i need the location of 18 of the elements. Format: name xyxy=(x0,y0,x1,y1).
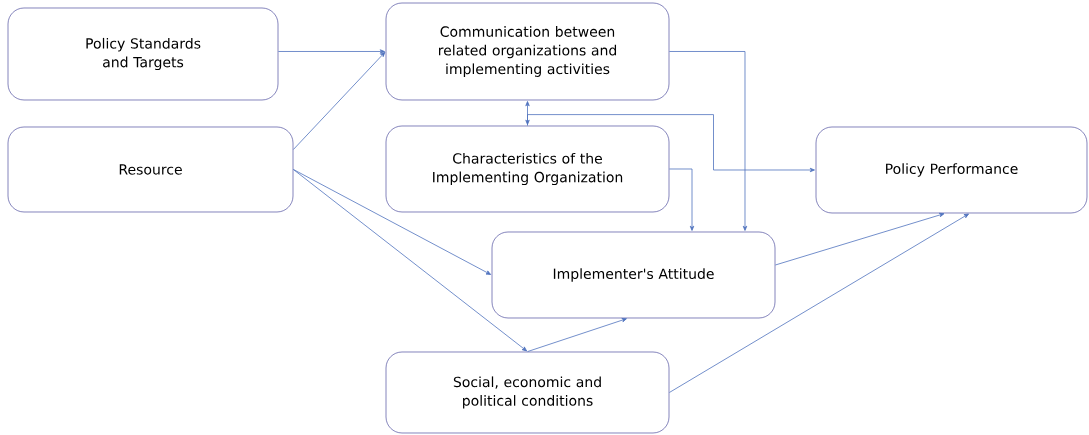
arrow xyxy=(278,49,385,54)
arrow xyxy=(525,101,530,125)
arrow xyxy=(775,212,945,266)
arrow xyxy=(293,169,492,275)
arrow xyxy=(527,114,815,173)
process-box: Policy Performance xyxy=(815,126,1088,214)
arrow xyxy=(293,51,386,150)
arrow xyxy=(527,318,627,352)
arrow xyxy=(669,168,695,231)
process-box: Social, economic and political conditions xyxy=(385,351,670,434)
process-box: Implementer's Attitude xyxy=(491,231,776,319)
arrow xyxy=(669,51,748,231)
arrow xyxy=(293,169,528,352)
arrow xyxy=(669,213,969,393)
process-box: Communication between related organizations and implementing activities xyxy=(385,2,670,101)
process-box: Characteristics of the Implementing Organization xyxy=(385,125,670,213)
process-box: Policy Standards and Targets xyxy=(7,7,279,101)
process-box: Resource xyxy=(7,126,294,213)
